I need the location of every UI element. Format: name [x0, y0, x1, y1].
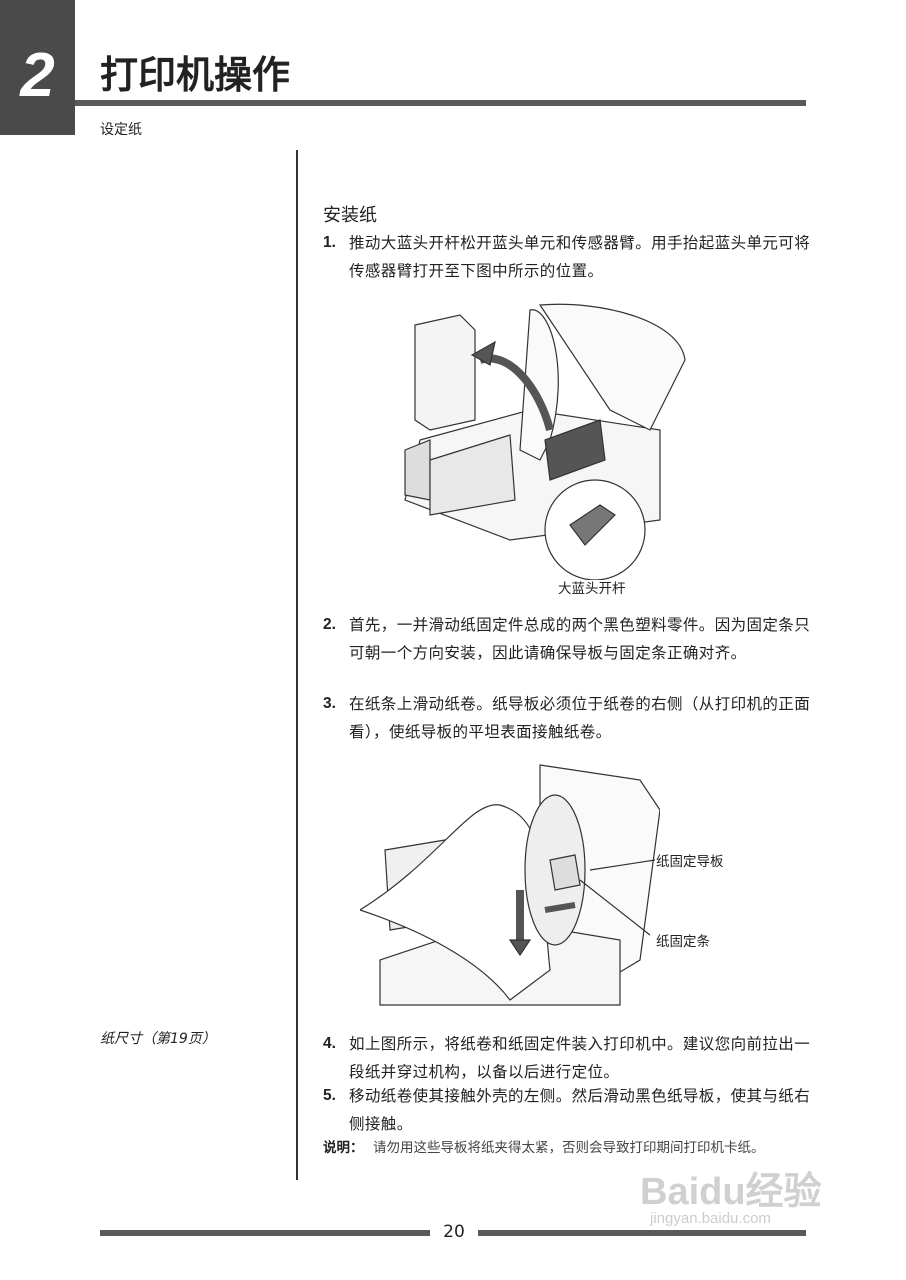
step-5: 5. 移动纸卷使其接触外壳的左侧。然后滑动黑色纸导板，使其与纸右侧接触。 — [323, 1082, 813, 1138]
page-title: 打印机操作 — [100, 53, 291, 97]
step-1: 1. 推动大蓝头开杆松开蓝头单元和传感器臂。用手抬起蓝头单元可将传感器臂打开至下图… — [323, 229, 813, 285]
step-text: 推动大蓝头开杆松开蓝头单元和传感器臂。用手抬起蓝头单元可将传感器臂打开至下图中所… — [349, 234, 811, 280]
step-2: 2. 首先，一并滑动纸固定件总成的两个黑色塑料零件。因为固定条只可朝一个方向安装，… — [323, 611, 813, 667]
page-number: 20 — [443, 1222, 465, 1242]
step-3: 3. 在纸条上滑动纸卷。纸导板必须位于纸卷的右侧（从打印机的正面看），使纸导板的平… — [323, 690, 813, 746]
step-number: 3. — [323, 695, 336, 712]
cross-reference: 纸尺寸（第19页） — [100, 1031, 216, 1047]
section-heading: 安装纸 — [323, 205, 377, 226]
note-text: 请勿用这些导板将纸夹得太紧，否则会导致打印期间打印机卡纸。 — [373, 1140, 765, 1156]
step-4: 4. 如上图所示，将纸卷和纸固定件装入打印机中。建议您向前拉出一段纸并穿过机构，以… — [323, 1030, 813, 1086]
note: 说明： 请勿用这些导板将纸夹得太紧，否则会导致打印期间打印机卡纸。 — [323, 1135, 813, 1161]
step-number: 4. — [323, 1035, 336, 1052]
step-number: 2. — [323, 616, 336, 633]
step-text: 在纸条上滑动纸卷。纸导板必须位于纸卷的右侧（从打印机的正面看），使纸导板的平坦表… — [349, 695, 811, 741]
column-divider — [296, 150, 298, 1180]
watermark-url: jingyan.baidu.com — [650, 1210, 771, 1227]
chapter-number: 2 — [20, 41, 55, 110]
section-label: 设定纸 — [100, 122, 142, 138]
title-divider — [75, 100, 806, 106]
figure2-label-bar: 纸固定条 — [656, 934, 710, 950]
footer-rule-right — [478, 1230, 806, 1236]
step-text: 首先，一并滑动纸固定件总成的两个黑色塑料零件。因为固定条只可朝一个方向安装，因此… — [349, 616, 811, 662]
footer-rule-left — [100, 1230, 430, 1236]
watermark-logo: Baidu经验 — [640, 1171, 822, 1213]
step-number: 1. — [323, 234, 336, 251]
chapter-number-box — [0, 0, 75, 135]
step-text: 如上图所示，将纸卷和纸固定件装入打印机中。建议您向前拉出一段纸并穿过机构，以备以… — [349, 1035, 811, 1081]
figure2-label-guide: 纸固定导板 — [656, 854, 724, 870]
step-text: 移动纸卷使其接触外壳的左侧。然后滑动黑色纸导板，使其与纸右侧接触。 — [349, 1087, 811, 1133]
note-label: 说明： — [323, 1140, 364, 1156]
step-number: 5. — [323, 1087, 336, 1104]
paper-roll-illustration — [360, 764, 660, 1006]
printer-open-illustration — [404, 303, 686, 580]
figure1-caption: 大蓝头开杆 — [558, 581, 626, 597]
